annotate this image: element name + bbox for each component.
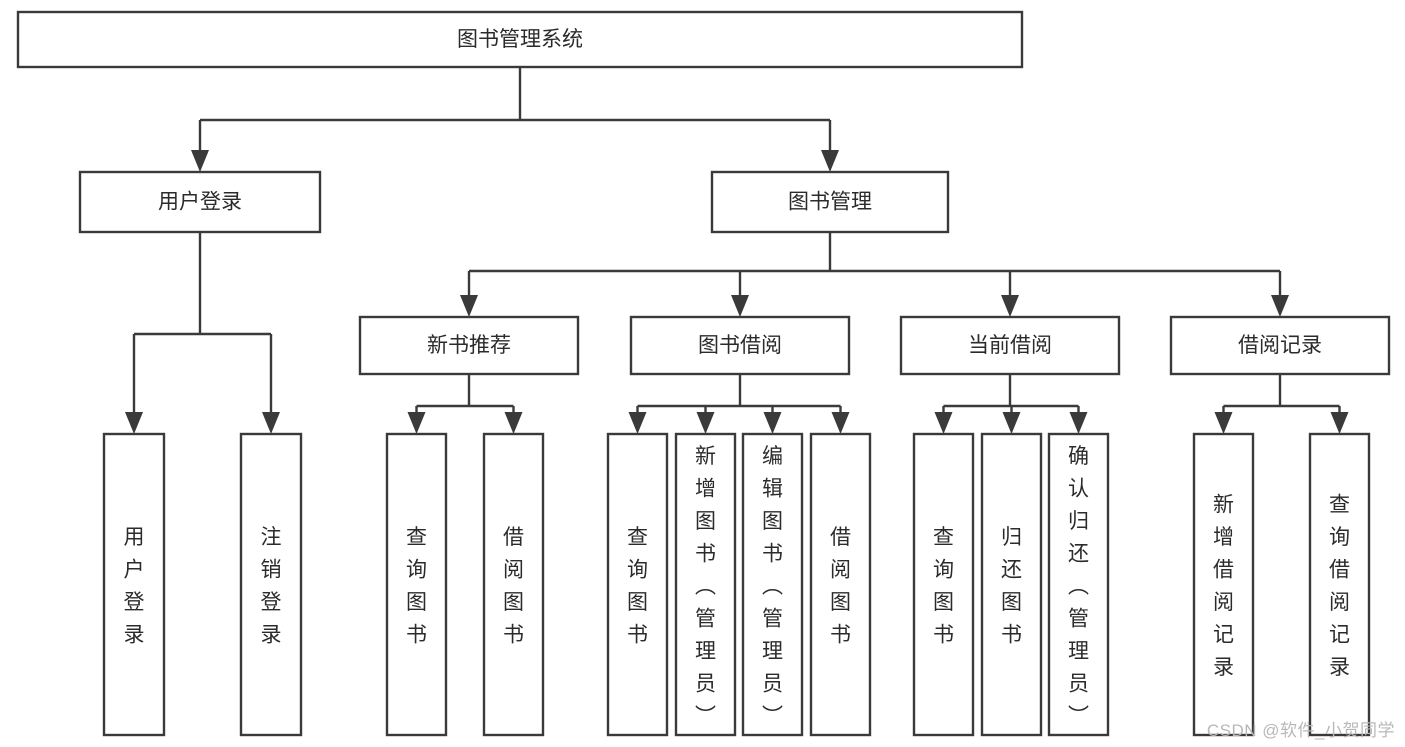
node-leaf-return-book[interactable]: 归还图书: [980, 432, 1043, 737]
node-box: [16, 10, 1024, 69]
arrow-head-icon-leaf-user-logout: [262, 412, 280, 434]
node-label: 借阅图书: [830, 526, 851, 647]
arrow-head-icon-book-manage: [821, 150, 839, 172]
node-label: 用户登录: [124, 526, 145, 647]
node-box: [102, 432, 166, 737]
arrow-head-icon-leaf-edit-book: [763, 412, 782, 434]
node-book-manage[interactable]: 图书管理: [710, 170, 950, 234]
node-leaf-borrow-book-1[interactable]: 借阅图书: [482, 432, 545, 737]
node-borrow-record[interactable]: 借阅记录: [1169, 315, 1391, 376]
node-box: [1047, 432, 1110, 737]
arrow-head-icon-current-borrow: [1001, 295, 1019, 317]
node-label: 图书借阅: [698, 334, 782, 357]
node-label: 新增借阅记录: [1213, 494, 1234, 680]
nodes-layer: 图书管理系统用户登录图书管理新书推荐图书借阅当前借阅借阅记录用户登录注销登录查询…: [16, 10, 1391, 737]
node-label: 图书管理系统: [457, 28, 583, 51]
node-leaf-query-book-2[interactable]: 查询图书: [606, 432, 669, 737]
node-leaf-query-book-3[interactable]: 查询图书: [912, 432, 975, 737]
arrow-head-icon-leaf-borrow-book-2: [831, 412, 850, 434]
node-leaf-add-book[interactable]: 新增图书︵管理员︶: [674, 432, 737, 737]
arrow-head-icon-leaf-query-record: [1330, 412, 1349, 434]
node-box: [741, 432, 804, 737]
node-box: [482, 432, 545, 737]
node-label: 查询借阅记录: [1329, 494, 1350, 680]
node-box: [385, 432, 448, 737]
node-root[interactable]: 图书管理系统: [16, 10, 1024, 69]
node-leaf-query-book-1[interactable]: 查询图书: [385, 432, 448, 737]
node-label: 查询图书: [627, 526, 648, 647]
node-label: 借阅图书: [503, 526, 524, 647]
arrow-head-icon-user-login: [191, 150, 209, 172]
node-label: 当前借阅: [968, 334, 1052, 357]
node-label: 查询图书: [933, 526, 954, 647]
node-leaf-confirm-return[interactable]: 确认归还︵管理员︶: [1047, 432, 1110, 737]
arrow-head-icon-book-borrow: [731, 295, 749, 317]
node-label: 编辑图书︵管理员︶: [762, 445, 783, 728]
node-new-book-recommend[interactable]: 新书推荐: [358, 315, 580, 376]
connectors-layer: [125, 67, 1349, 434]
node-leaf-user-logout[interactable]: 注销登录: [239, 432, 303, 737]
node-user-login[interactable]: 用户登录: [78, 170, 322, 234]
node-label: 图书管理: [788, 191, 872, 214]
node-leaf-user-login[interactable]: 用户登录: [102, 432, 166, 737]
node-leaf-borrow-book-2[interactable]: 借阅图书: [809, 432, 872, 737]
arrow-head-icon-leaf-add-record: [1214, 412, 1233, 434]
node-box: [1192, 432, 1255, 737]
arrow-head-icon-leaf-add-book: [696, 412, 715, 434]
arrow-head-icon-leaf-borrow-book-1: [504, 412, 523, 434]
node-box: [980, 432, 1043, 737]
node-label: 查询图书: [406, 526, 427, 647]
node-box: [899, 315, 1121, 376]
node-box: [606, 432, 669, 737]
node-label: 用户登录: [158, 191, 242, 214]
node-box: [629, 315, 851, 376]
node-box: [710, 170, 950, 234]
node-leaf-query-record[interactable]: 查询借阅记录: [1308, 432, 1371, 737]
arrow-head-icon-leaf-query-book-1: [407, 412, 426, 434]
node-box: [1308, 432, 1371, 737]
node-label: 确认归还︵管理员︶: [1068, 445, 1089, 728]
node-box: [674, 432, 737, 737]
arrow-head-icon-leaf-user-login: [125, 412, 143, 434]
node-box: [809, 432, 872, 737]
node-box: [78, 170, 322, 234]
arrow-head-icon-leaf-confirm-return: [1069, 412, 1088, 434]
node-box: [358, 315, 580, 376]
node-label: 新增图书︵管理员︶: [695, 445, 716, 728]
node-book-borrow[interactable]: 图书借阅: [629, 315, 851, 376]
node-box: [239, 432, 303, 737]
arrow-head-icon-new-book-recommend: [460, 295, 478, 317]
arrow-head-icon-leaf-query-book-3: [934, 412, 953, 434]
arrow-head-icon-leaf-query-book-2: [628, 412, 647, 434]
node-current-borrow[interactable]: 当前借阅: [899, 315, 1121, 376]
node-label: 归还图书: [1001, 526, 1022, 647]
watermark-text: CSDN @软件_小贺同学: [1206, 721, 1395, 740]
node-label: 借阅记录: [1238, 334, 1322, 357]
node-leaf-edit-book[interactable]: 编辑图书︵管理员︶: [741, 432, 804, 737]
node-box: [912, 432, 975, 737]
node-label: 新书推荐: [427, 334, 511, 357]
arrow-head-icon-borrow-record: [1271, 295, 1289, 317]
arrow-head-icon-leaf-return-book: [1002, 412, 1021, 434]
node-label: 注销登录: [261, 526, 282, 647]
node-box: [1169, 315, 1391, 376]
node-leaf-add-record[interactable]: 新增借阅记录: [1192, 432, 1255, 737]
